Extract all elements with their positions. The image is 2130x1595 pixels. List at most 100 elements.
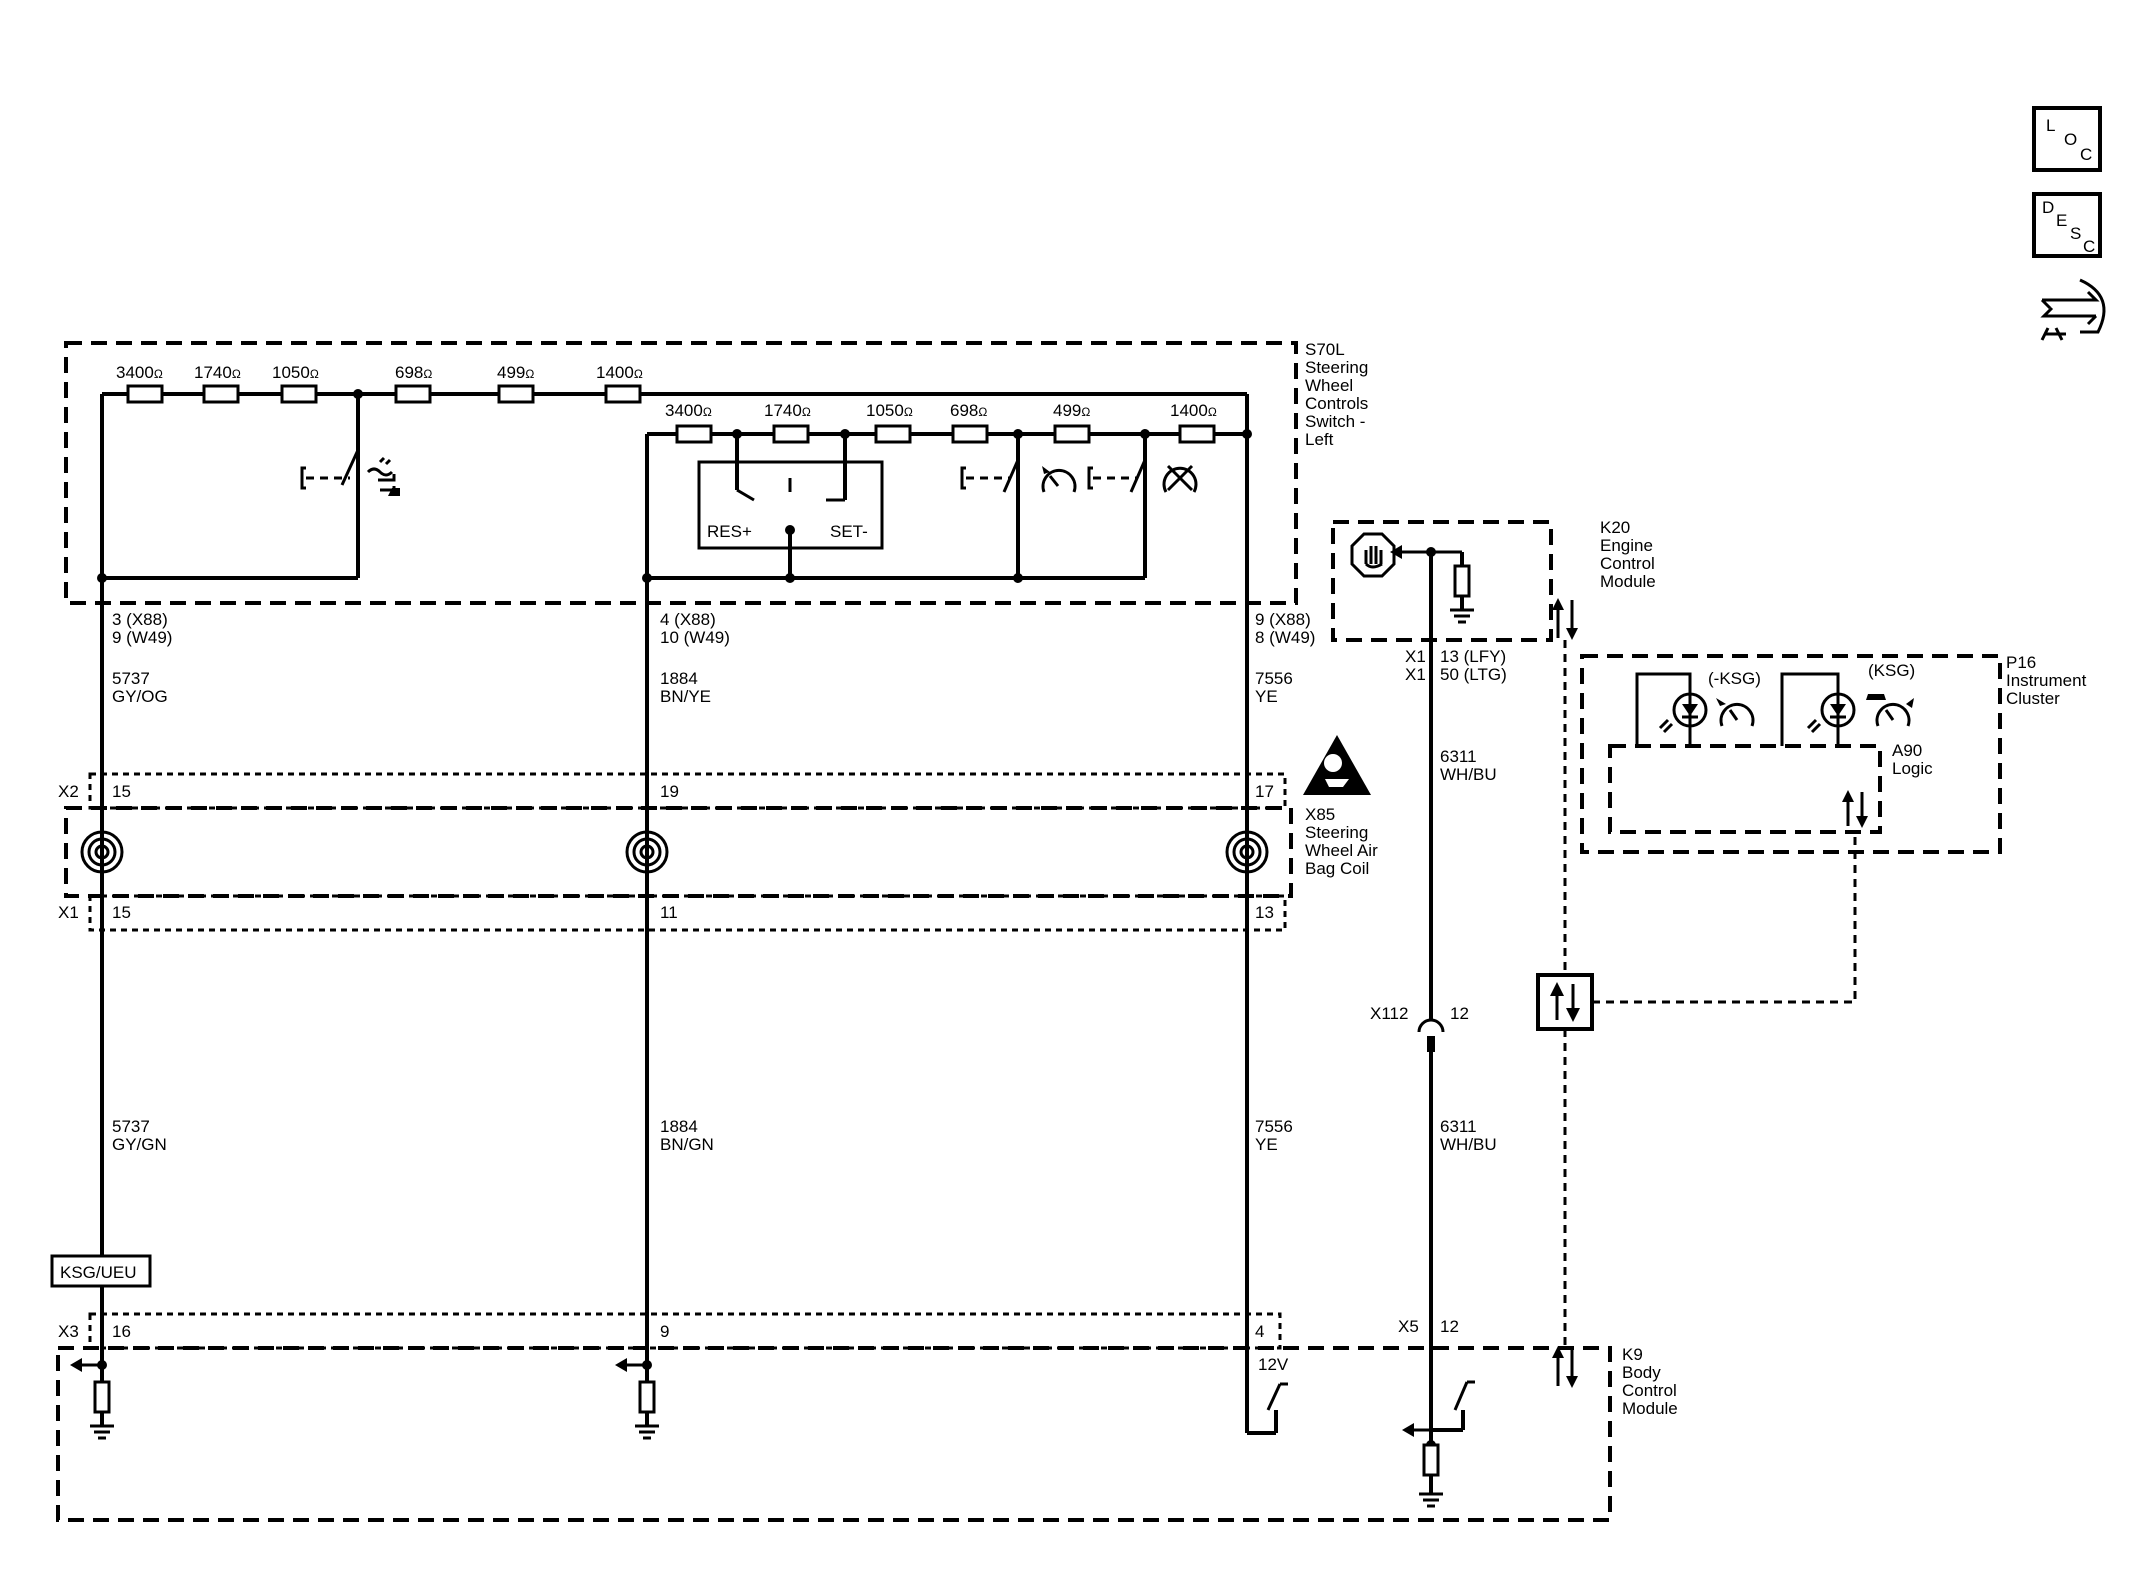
connector-x2 bbox=[88, 772, 1287, 810]
connector-repair-icon[interactable] bbox=[2040, 278, 2106, 341]
svg-text:1884: 1884 bbox=[660, 1117, 698, 1136]
svg-text:9: 9 bbox=[660, 1322, 669, 1341]
svg-text:O: O bbox=[2064, 130, 2077, 149]
svg-text:Cluster: Cluster bbox=[2006, 689, 2060, 708]
svg-text:WH/BU: WH/BU bbox=[1440, 1135, 1497, 1154]
svg-text:Body: Body bbox=[1622, 1363, 1661, 1382]
data-arrows-icon bbox=[1552, 1346, 1578, 1388]
desc-button[interactable]: D E S C bbox=[2032, 192, 2102, 258]
cluster-option-ksg: (KSG) bbox=[1868, 661, 1915, 680]
x1-label: X1 bbox=[58, 903, 79, 922]
resistor-1740 bbox=[202, 384, 240, 404]
x85-label: X85 Steering Wheel Air Bag Coil bbox=[1305, 805, 1378, 878]
svg-text:16: 16 bbox=[112, 1322, 131, 1341]
spiral-coil-icon bbox=[1225, 830, 1269, 874]
loc-button[interactable]: L O C bbox=[2032, 106, 2102, 172]
svg-text:3 (X88): 3 (X88) bbox=[112, 610, 168, 629]
switch-heated-wheel bbox=[300, 449, 360, 490]
lamp-icon bbox=[1658, 692, 1708, 734]
x5-label: X5 bbox=[1398, 1317, 1419, 1336]
x85-airbag-coil-box bbox=[64, 806, 1293, 898]
svg-text:WH/BU: WH/BU bbox=[1440, 765, 1497, 784]
resistor-inner-1400 bbox=[1178, 424, 1216, 444]
k20-pins: X1 13 (LFY) X1 50 (LTG) bbox=[1405, 647, 1507, 684]
svg-text:698Ω: 698Ω bbox=[395, 363, 432, 382]
svg-text:Logic: Logic bbox=[1892, 759, 1933, 778]
spiral-coil-icon bbox=[80, 830, 124, 874]
svg-text:499Ω: 499Ω bbox=[497, 363, 534, 382]
svg-text:Steering: Steering bbox=[1305, 358, 1368, 377]
svg-text:15: 15 bbox=[112, 782, 131, 801]
svg-text:Switch -: Switch - bbox=[1305, 412, 1365, 431]
k20-module-box bbox=[1331, 520, 1553, 642]
svg-text:7556: 7556 bbox=[1255, 1117, 1293, 1136]
svg-text:BN/GN: BN/GN bbox=[660, 1135, 714, 1154]
svg-text:K9: K9 bbox=[1622, 1345, 1643, 1364]
svg-text:C: C bbox=[2083, 237, 2095, 256]
ground-icon bbox=[1419, 1492, 1443, 1508]
svg-text:5737: 5737 bbox=[112, 1117, 150, 1136]
k9-input-9 bbox=[615, 1358, 659, 1440]
p16-label: P16 Instrument Cluster bbox=[2006, 653, 2087, 708]
a90-label: A90 Logic bbox=[1892, 741, 1933, 778]
connector-x3 bbox=[88, 1312, 1282, 1350]
svg-text:K20: K20 bbox=[1600, 518, 1630, 537]
resistor-1050 bbox=[280, 384, 318, 404]
svg-text:6311: 6311 bbox=[1440, 1117, 1477, 1136]
svg-text:X112: X112 bbox=[1370, 1004, 1408, 1023]
resistor-inner-499 bbox=[1053, 424, 1091, 444]
wire-labels-lower: 5737 GY/GN 1884 BN/GN 7556 YE bbox=[112, 1117, 1293, 1154]
ksg-ueu-tag bbox=[50, 1254, 152, 1288]
cruise-control-icon bbox=[1041, 466, 1077, 493]
svg-text:YE: YE bbox=[1255, 1135, 1278, 1154]
svg-text:1400Ω: 1400Ω bbox=[1170, 401, 1217, 420]
cancel-icon bbox=[1162, 464, 1198, 493]
s70l-label: S70L Steering Wheel Controls Switch - Le… bbox=[1305, 340, 1368, 449]
airbag-warning-icon bbox=[1303, 735, 1371, 795]
resistor-values-top: 3400Ω 1740Ω 1050Ω 698Ω 499Ω 1400Ω bbox=[116, 363, 643, 382]
wire-labels-upper: 5737 GY/OG 1884 BN/YE 7556 YE bbox=[112, 669, 1293, 706]
svg-text:Steering: Steering bbox=[1305, 823, 1368, 842]
cluster-option-no-ksg: (-KSG) bbox=[1708, 669, 1761, 688]
x2-label: X2 bbox=[58, 782, 79, 801]
k20-label: K20 Engine Control Module bbox=[1600, 518, 1656, 591]
resistor-inner-3400 bbox=[675, 424, 713, 444]
svg-text:4 (X88): 4 (X88) bbox=[660, 610, 716, 629]
svg-text:10 (W49): 10 (W49) bbox=[660, 628, 730, 647]
ground-icon bbox=[1450, 608, 1474, 624]
svg-text:5737: 5737 bbox=[112, 669, 150, 688]
gateway-data-icon bbox=[1536, 973, 1594, 1031]
svg-text:GY/GN: GY/GN bbox=[112, 1135, 167, 1154]
ksg-ueu-label: KSG/UEU bbox=[60, 1263, 137, 1282]
svg-text:X85: X85 bbox=[1305, 805, 1335, 824]
p16-module-box bbox=[1580, 654, 2002, 854]
resistor-chain-top bbox=[126, 384, 642, 404]
resistor-inner-1050 bbox=[874, 424, 912, 444]
switch-cancel bbox=[1087, 459, 1147, 493]
stop-hand-icon bbox=[1350, 532, 1396, 578]
resistor-698 bbox=[394, 384, 432, 404]
svg-text:L: L bbox=[2046, 116, 2055, 135]
svg-text:S70L: S70L bbox=[1305, 340, 1345, 359]
svg-text:11: 11 bbox=[660, 903, 678, 922]
svg-text:3400Ω: 3400Ω bbox=[665, 401, 712, 420]
resistor-1400 bbox=[604, 384, 642, 404]
s70l-module-box bbox=[64, 341, 1298, 605]
data-arrows-icon bbox=[1552, 598, 1578, 640]
svg-text:1050Ω: 1050Ω bbox=[272, 363, 319, 382]
svg-text:X1: X1 bbox=[1405, 665, 1426, 684]
svg-text:Control: Control bbox=[1600, 554, 1655, 573]
switch-cruise bbox=[960, 459, 1020, 493]
svg-text:P16: P16 bbox=[2006, 653, 2036, 672]
svg-text:Controls: Controls bbox=[1305, 394, 1368, 413]
ground-icon bbox=[635, 1424, 659, 1440]
heated-steering-icon bbox=[366, 456, 400, 496]
svg-text:YE: YE bbox=[1255, 687, 1278, 706]
svg-text:Module: Module bbox=[1622, 1399, 1678, 1418]
svg-text:Control: Control bbox=[1622, 1381, 1677, 1400]
res-plus-label: RES+ bbox=[707, 522, 752, 541]
svg-text:3400Ω: 3400Ω bbox=[116, 363, 163, 382]
svg-text:17: 17 bbox=[1255, 782, 1274, 801]
svg-text:1400Ω: 1400Ω bbox=[596, 363, 643, 382]
